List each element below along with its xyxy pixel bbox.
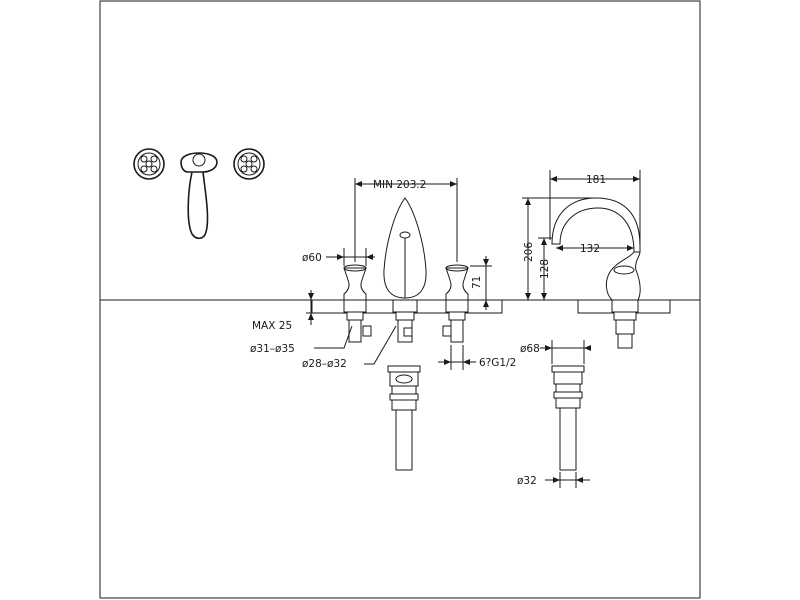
dim-spout-body-height: 128 [538, 237, 552, 300]
dim-spout-reach-inner-label: 132 [580, 243, 600, 255]
dim-drain-top: ø68 [520, 340, 591, 364]
dim-hole-large-label: ø28–ø32 [302, 358, 347, 370]
dim-spout-height-label: 206 [523, 242, 535, 262]
wall-view [133, 148, 265, 240]
dim-drain-bottom-label: ø32 [517, 475, 537, 487]
dim-handle-height: 71 [470, 256, 492, 310]
dim-spout-height: 206 [522, 197, 594, 301]
spout-icon [383, 197, 427, 343]
dim-hole-small-label: ø31–ø35 [250, 343, 295, 355]
dim-spout-reach-outer: 181 [549, 170, 641, 244]
dim-max-deck-label: MAX 25 [252, 320, 292, 332]
dim-inlet-thread: 6?G1/2 [438, 345, 516, 370]
dim-max-deck: MAX 25 [252, 290, 316, 332]
dim-hole-small: ø31–ø35 [250, 325, 353, 355]
dim-spout-reach-outer-label: 181 [586, 174, 606, 186]
left-handle [343, 264, 372, 343]
dim-min-spacing: MIN 203.2 [354, 178, 458, 262]
dim-min-spacing-label: MIN 203.2 [373, 179, 426, 191]
dim-hole-large: ø28–ø32 [302, 325, 397, 370]
drain-icon [387, 365, 421, 471]
dim-handle-diameter-label: ø60 [302, 252, 322, 264]
dim-drain-bottom: ø32 [517, 472, 590, 488]
dim-handle-height-label: 71 [471, 276, 483, 289]
spout-side-view: 181 132 206 128 [522, 170, 641, 349]
drain-side-view: ø68 ø32 [517, 340, 591, 488]
dim-drain-top-label: ø68 [520, 343, 540, 355]
faucet-set: MIN 203.2 ø60 71 MAX 25 [250, 178, 516, 471]
dim-spout-reach-inner: 132 [556, 243, 634, 255]
dim-handle-diameter: ø60 [302, 248, 375, 266]
handle-rosette-icon [133, 148, 165, 180]
spout-icon [551, 197, 641, 349]
dim-spout-body-height-label: 128 [539, 259, 551, 279]
right-handle [442, 264, 469, 343]
drain-icon [551, 365, 585, 471]
dim-inlet-thread-label: 6?G1/2 [479, 357, 516, 369]
handle-rosette-icon [233, 148, 265, 180]
lever-handle-icon [180, 152, 218, 240]
